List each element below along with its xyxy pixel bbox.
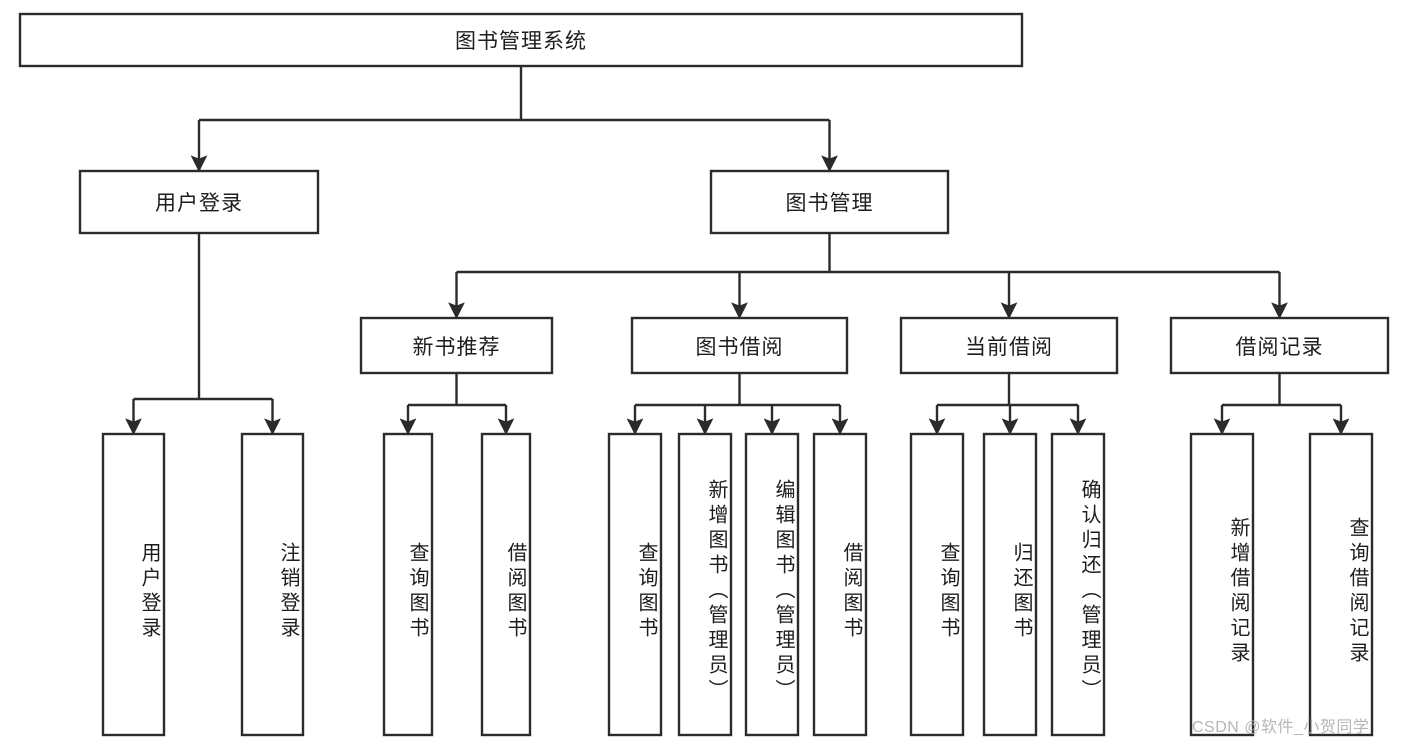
node-box-leaf-return-book[interactable] [982,432,1038,737]
node-box-leaf-query-book-3[interactable] [909,432,965,737]
node-box-leaf-borrow-book-1[interactable] [480,432,532,737]
node-box-leaf-logout[interactable] [240,432,305,737]
node-box-book-manage[interactable] [709,169,950,235]
node-box-leaf-edit-book[interactable] [744,432,800,737]
node-box-leaf-confirm-return[interactable] [1050,432,1106,737]
node-box-leaf-user-login[interactable] [101,432,166,737]
node-box-leaf-query-book-2[interactable] [607,432,663,737]
node-box-leaf-query-record[interactable] [1308,432,1374,737]
node-box-new-book-recommend[interactable] [359,316,554,375]
node-box-leaf-add-book[interactable] [677,432,733,737]
node-box-user-login[interactable] [78,169,320,235]
node-box-book-borrow[interactable] [630,316,849,375]
node-box-current-borrow[interactable] [899,316,1119,375]
connector-edges [125,66,1350,436]
node-box-leaf-add-record[interactable] [1189,432,1255,737]
node-box-leaf-query-book-1[interactable] [382,432,434,737]
node-box-borrow-record[interactable] [1169,316,1390,375]
node-rectangles [18,12,1390,737]
node-box-leaf-borrow-book-2[interactable] [812,432,868,737]
node-box-root[interactable] [18,12,1024,68]
